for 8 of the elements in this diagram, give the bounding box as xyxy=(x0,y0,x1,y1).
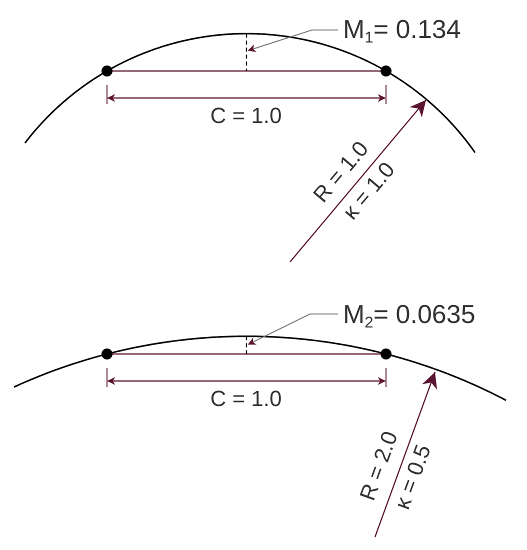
dimension-label: C = 1.0 xyxy=(210,105,282,127)
sagitta-line xyxy=(246,34,248,71)
leader-line xyxy=(248,314,338,345)
leader-line xyxy=(248,30,338,52)
sagitta-line xyxy=(246,336,248,354)
dimension-label: C = 1.0 xyxy=(210,388,282,410)
measure-label: M$_{1}$= 0.134 xyxy=(343,16,461,46)
measure-label: M$_{2}$= 0.0635 xyxy=(343,301,476,332)
